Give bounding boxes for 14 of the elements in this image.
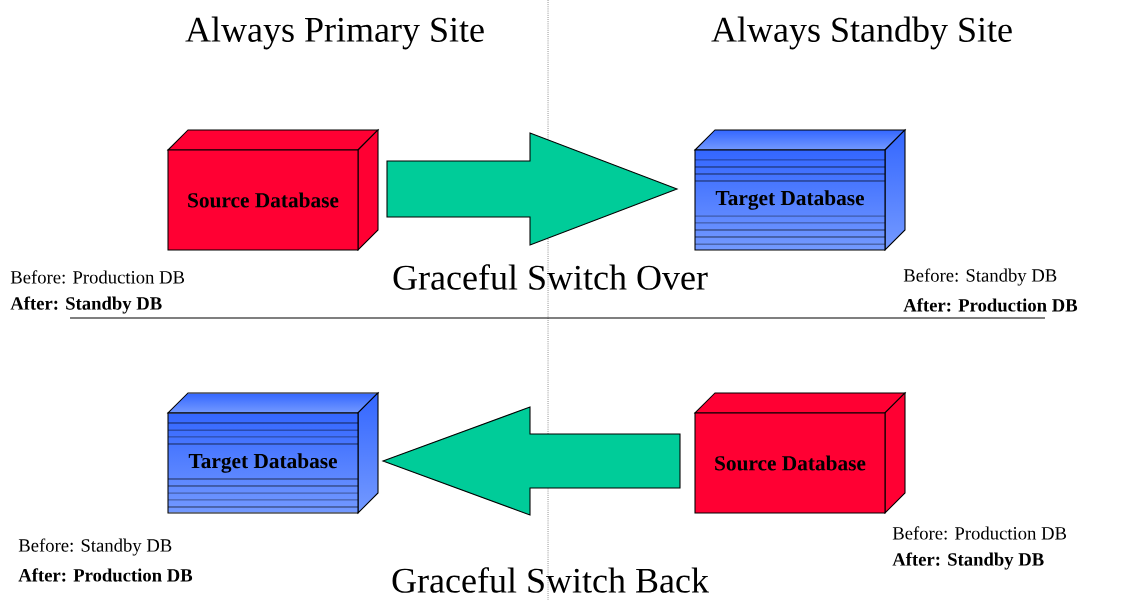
block-arrow — [381, 406, 681, 516]
switch-label: Graceful Switch Back — [392, 567, 709, 593]
site-heading: Always Standby Site — [711, 16, 1012, 50]
status-text: After: Production DB — [18, 568, 193, 582]
switch-label: Graceful Switch Over — [393, 264, 708, 290]
status-text: Before: Standby DB — [903, 268, 1057, 286]
status-text: After: Production DB — [903, 298, 1078, 312]
status-text: Before: Production DB — [892, 526, 1067, 540]
site-heading: Always Primary Site — [185, 16, 484, 50]
status-text: Before: Standby DB — [18, 538, 172, 556]
status-text: Before: Production DB — [10, 270, 185, 284]
status-text: After: Standby DB — [892, 552, 1044, 570]
status-text: After: Standby DB — [10, 296, 162, 314]
block-arrow — [386, 132, 679, 246]
